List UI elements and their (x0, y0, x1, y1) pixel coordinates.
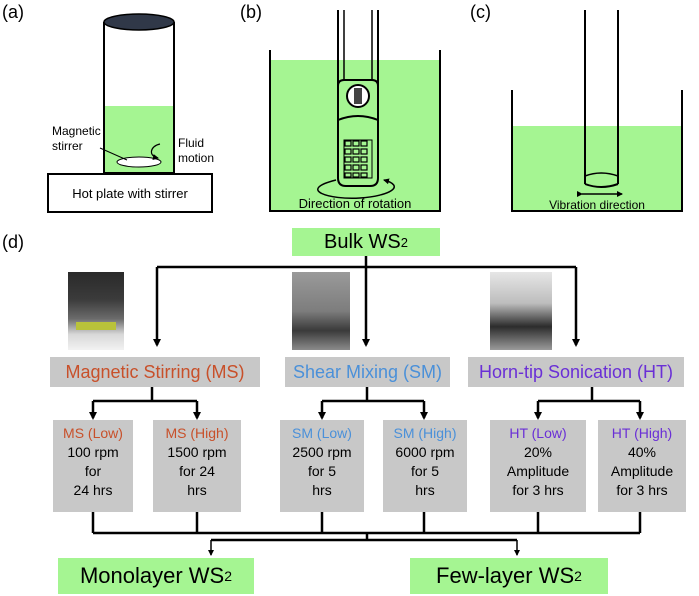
condition-box-sm-high: SM (High) 6000 rpm for 5 hrs (383, 420, 467, 512)
method-label-ht: Horn-tip Sonication (HT) (478, 361, 674, 382)
condition-line: 20% (523, 444, 553, 460)
monolayer-ws2-text: Monolayer WS (79, 563, 225, 588)
sonication-container (511, 90, 683, 212)
hot-plate-label: Hot plate with stirrer (72, 185, 188, 201)
beaker-a (103, 13, 175, 174)
method-label-ms: Magnetic Stirring (MS) (65, 361, 245, 382)
condition-title-sm-low: SM (Low) (292, 425, 352, 441)
horn-tip-probe (584, 10, 619, 188)
condition-title-ms-high: MS (High) (165, 425, 229, 441)
method-label-sm: Shear Mixing (SM) (292, 361, 443, 382)
magnetic-stirrer-bar (116, 156, 162, 168)
vibration-direction-label: Vibration direction (549, 198, 645, 212)
condition-title-ms-low: MS (Low) (63, 425, 123, 441)
bulk-ws2-subscript: 2 (400, 234, 408, 250)
condition-line: 100 rpm (67, 444, 119, 460)
condition-line: Amplitude (610, 463, 674, 479)
fewlayer-ws2-text: Few-layer WS (436, 563, 575, 588)
panel-label-a: (a) (2, 2, 24, 22)
method-box-ht: Horn-tip Sonication (HT) (468, 357, 684, 387)
condition-box-ms-high: MS (High) 1500 rpm for 24 hrs (153, 420, 241, 512)
panel-label-c: (c) (470, 2, 491, 22)
fluid-motion-label-line1: Fluid (178, 136, 205, 150)
flow-connectors (89, 254, 644, 542)
hot-plate (47, 173, 213, 213)
method-box-ms: Magnetic Stirring (MS) (50, 357, 260, 387)
condition-line: 6000 rpm (395, 444, 455, 460)
rotation-arrow (317, 178, 395, 200)
condition-title-ht-low: HT (Low) (509, 425, 567, 441)
panel-label-d: (d) (2, 232, 24, 252)
condition-line: for 3 hrs (512, 482, 564, 498)
condition-line: for (84, 463, 102, 479)
condition-line: 24 hrs (73, 482, 113, 498)
method-box-sm: Shear Mixing (SM) (285, 357, 450, 387)
condition-box-ms-low: MS (Low) 100 rpm for 24 hrs (53, 420, 133, 512)
condition-box-ht-low: HT (Low) 20% Amplitude for 3 hrs (490, 420, 586, 512)
panel-label-b: (b) (240, 2, 262, 22)
condition-line: hrs (187, 482, 207, 498)
stirrer-pointer (99, 147, 128, 161)
condition-line: Amplitude (506, 463, 570, 479)
sonicator-photo (490, 272, 552, 350)
condition-line: for 5 (307, 463, 336, 479)
condition-title-sm-high: SM (High) (393, 425, 457, 441)
condition-line: for 24 (179, 463, 215, 479)
condition-line: for 5 (410, 463, 439, 479)
bulk-ws2-text: Bulk WS (324, 230, 401, 253)
condition-line: for 3 hrs (616, 482, 668, 498)
fluid-motion-label-line2: motion (178, 151, 215, 165)
magnetic-stirrer-photo-display (76, 322, 116, 330)
condition-box-ht-high: HT (High) 40% Amplitude for 3 hrs (598, 420, 686, 512)
condition-title-ht-high: HT (High) (611, 425, 673, 441)
condition-box-sm-low: SM (Low) 2500 rpm for 5 hrs (280, 420, 364, 512)
condition-line: 40% (627, 444, 657, 460)
monolayer-ws2-subscript: 2 (224, 568, 233, 584)
condition-line: hrs (415, 482, 435, 498)
condition-line: 2500 rpm (292, 444, 352, 460)
magnetic-stirrer-label-line1: Magnetic (52, 124, 101, 138)
direction-of-rotation-label: Direction of rotation (298, 195, 412, 211)
fluid-motion-arrow (150, 143, 161, 160)
magnetic-stirrer-label: Magnetic stirrer (52, 124, 101, 154)
magnetic-stirrer-photo (68, 272, 124, 350)
shear-mixer-head (337, 10, 379, 187)
fewlayer-ws2-subscript: 2 (574, 568, 582, 584)
fluid-motion-label: Fluid motion (178, 136, 214, 166)
condition-line: 1500 rpm (167, 444, 227, 460)
magnetic-stirrer-label-line2: stirrer (52, 139, 83, 153)
shear-mixer-photo (292, 272, 350, 350)
condition-line: hrs (312, 482, 332, 498)
